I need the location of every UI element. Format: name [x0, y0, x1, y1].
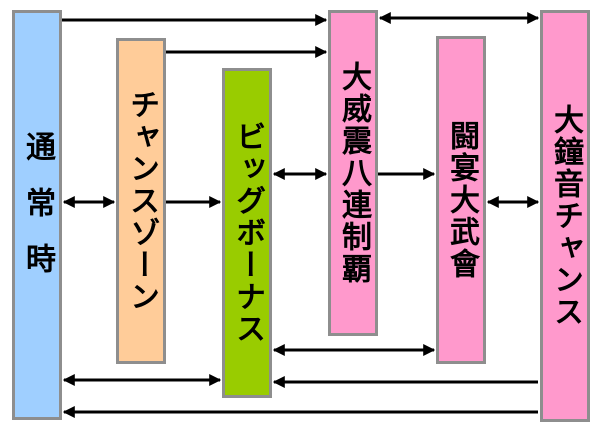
box-daiishin-label: 大威震八連制覇: [336, 61, 371, 285]
box-daishoon-chance: 大鐘音チャンス: [540, 10, 590, 422]
box-tsujo: 通常時: [12, 10, 62, 420]
box-touen-label: 闘宴大武會: [444, 120, 479, 280]
box-chance-zone: チャンスゾーン: [116, 38, 166, 364]
box-daishoon-label: 大鐘音チャンス: [548, 104, 583, 328]
box-big-bonus: ビッグボーナス: [222, 68, 272, 398]
box-tsujo-label: 通常時: [20, 131, 55, 299]
box-big-bonus-label: ビッグボーナス: [230, 121, 265, 345]
box-daiishin-hachiren-seiha: 大威震八連制覇: [328, 10, 378, 336]
box-touen-daibukai: 闘宴大武會: [436, 36, 486, 364]
box-chance-zone-label: チャンスゾーン: [124, 89, 159, 313]
